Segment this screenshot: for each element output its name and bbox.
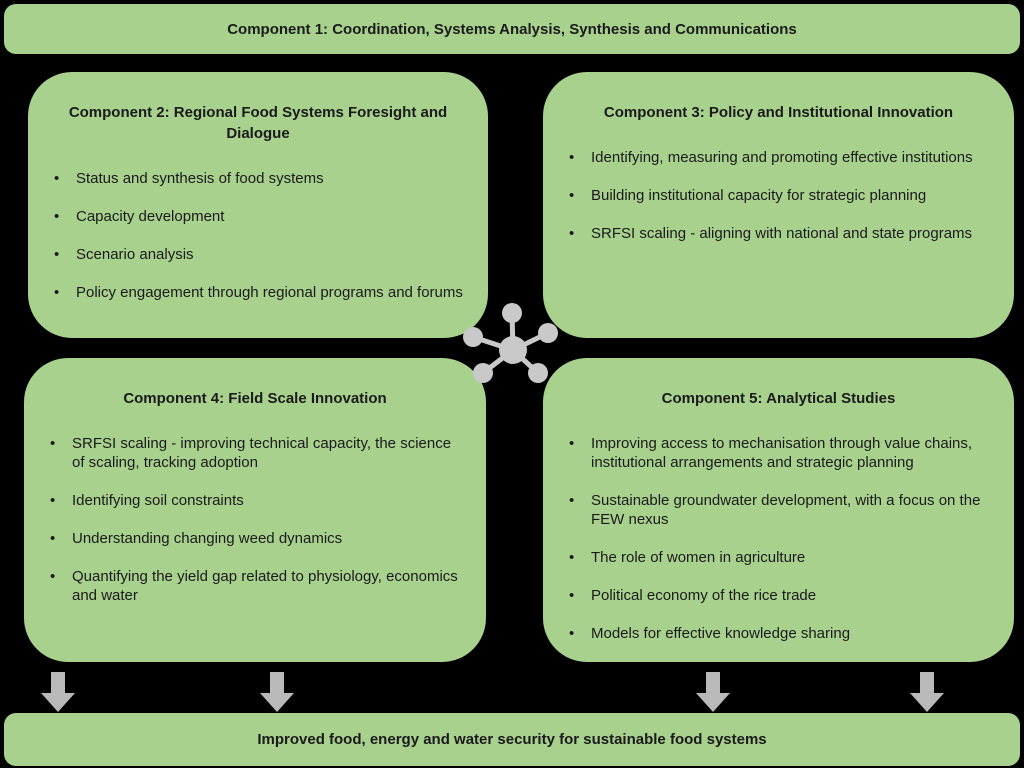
- component-4-bullet-list: SRFSI scaling - improving technical capa…: [24, 434, 486, 605]
- component-2-box: Component 2: Regional Food Systems Fores…: [28, 72, 488, 338]
- component-5-title: Component 5: Analytical Studies: [661, 390, 896, 407]
- bullet-item: Identifying soil constraints: [50, 491, 464, 510]
- bullet-item: Building institutional capacity for stra…: [569, 186, 992, 205]
- component-4-title: Component 4: Field Scale Innovation: [123, 390, 387, 407]
- component-5-bullet-list: Improving access to mechanisation throug…: [543, 434, 1014, 643]
- bullet-item: Understanding changing weed dynamics: [50, 529, 464, 548]
- component-3-title: Component 3: Policy and Institutional In…: [603, 104, 954, 121]
- outcome-box: Improved food, energy and water security…: [4, 713, 1020, 766]
- bullet-item: Quantifying the yield gap related to phy…: [50, 567, 464, 605]
- bullet-item: Capacity development: [54, 207, 466, 226]
- bullet-item: Status and synthesis of food systems: [54, 169, 466, 188]
- down-arrow-icon: [696, 672, 730, 712]
- bullet-item: Scenario analysis: [54, 245, 466, 264]
- down-arrow-icon: [910, 672, 944, 712]
- component-1-title: Component 1: Coordination, Systems Analy…: [227, 20, 797, 38]
- component-3-box: Component 3: Policy and Institutional In…: [543, 72, 1014, 338]
- network-hub-icon: [463, 303, 558, 383]
- bullet-item: SRFSI scaling - aligning with national a…: [569, 224, 992, 243]
- component-3-bullet-list: Identifying, measuring and promoting eff…: [543, 148, 1014, 243]
- down-arrow-icon: [260, 672, 294, 712]
- bullet-item: Political economy of the rice trade: [569, 586, 992, 605]
- down-arrow-icon: [41, 672, 75, 712]
- outcome-title: Improved food, energy and water security…: [257, 731, 767, 748]
- bullet-item: Models for effective knowledge sharing: [569, 624, 992, 643]
- component-5-box: Component 5: Analytical Studies Improvin…: [543, 358, 1014, 662]
- bullet-item: The role of women in agriculture: [569, 548, 992, 567]
- bullet-item: SRFSI scaling - improving technical capa…: [50, 434, 464, 472]
- bullet-item: Sustainable groundwater development, wit…: [569, 491, 992, 529]
- bullet-item: Identifying, measuring and promoting eff…: [569, 148, 992, 167]
- bullet-item: Improving access to mechanisation throug…: [569, 434, 992, 472]
- component-2-title: Component 2: Regional Food Systems Fores…: [68, 104, 448, 142]
- component-1-box: Component 1: Coordination, Systems Analy…: [4, 4, 1020, 54]
- component-4-box: Component 4: Field Scale Innovation SRFS…: [24, 358, 486, 662]
- component-2-bullet-list: Status and synthesis of food systemsCapa…: [28, 169, 488, 302]
- bullet-item: Policy engagement through regional progr…: [54, 283, 466, 302]
